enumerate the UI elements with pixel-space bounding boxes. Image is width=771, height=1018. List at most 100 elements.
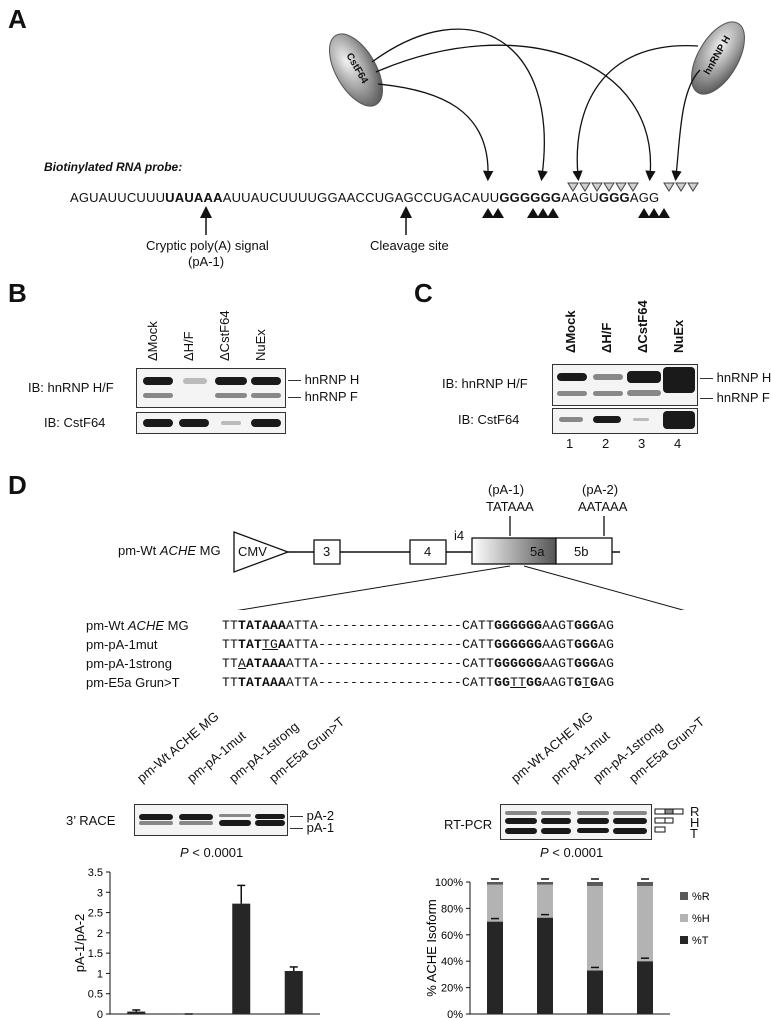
exon4-label: 4 (424, 544, 432, 559)
cryptic-label: Cryptic poly(A) signal (146, 238, 269, 253)
y-tick-label: 0 (97, 1009, 103, 1018)
c-num-2: 2 (602, 436, 610, 451)
exon5b-label: 5b (574, 544, 589, 559)
row-name-4: pm-E5a Grun>T (86, 675, 180, 690)
y-tick-label: 100% (435, 877, 463, 889)
intron4-label: i4 (454, 528, 465, 543)
race-label: 3’ RACE (66, 813, 116, 828)
isoform-stacked-chart: 0%20%40%60%80%100%% ACHE Isoform%R%H%T (424, 877, 710, 1018)
b-ib-hf: IB: hnRNP H/F (28, 380, 114, 395)
bar (127, 1011, 146, 1014)
b-hnrnph-text: hnRNP H (304, 372, 360, 387)
row-name-3: pm-pA-1strong (86, 656, 172, 671)
seq-part: AUUAUCUUUUGGAACCUGAGCCUGACAUU (222, 190, 500, 205)
cstf64-oval (329, 33, 383, 107)
b-hnrnpf-text: hnRNP F (304, 389, 358, 404)
y-tick-label: 40% (441, 956, 463, 968)
cleavage-label: Cleavage site (370, 238, 449, 253)
y-tick-label: 3.5 (88, 867, 103, 879)
panel-letter-c: C (414, 278, 433, 308)
b-hnrnph: — hnRNP H (288, 372, 360, 387)
legend-swatch (680, 936, 688, 944)
b-hnrnpf: — hnRNP F (288, 389, 358, 404)
stacked-segment (487, 882, 503, 885)
b-blot-cstf64 (136, 412, 286, 434)
probe-title: Biotinylated RNA probe: (44, 160, 183, 174)
y-tick-label: 0% (447, 1009, 463, 1018)
seq-g6: GGGGGG (499, 190, 562, 205)
align-row-1: TTTATAAAATTA------------------CATTGGGGGG… (222, 618, 615, 633)
y-tick-label: 80% (441, 903, 463, 915)
legend-label: %H (692, 913, 710, 925)
c-blot-hf (552, 364, 698, 406)
align-row-2: TTTATTGAATTA------------------CATTGGGGGG… (222, 637, 615, 652)
y-axis-label: % ACHE Isoform (424, 899, 439, 997)
c-lane-4: NuEx (671, 319, 686, 353)
pa2-label: (pA-2) (582, 482, 619, 497)
b-ib-cstf64: IB: CstF64 (44, 415, 106, 430)
ratio-bar-chart: 00.511.522.533.5pA-1/pA-2 (72, 867, 320, 1018)
c-num-3: 3 (638, 436, 646, 451)
pa1-band-text: pA-1 (306, 820, 335, 835)
probe-sequence: AGUAUUCUUUUAUAAAAUUAUCUUUUGGAACCUGAGCCUG… (70, 190, 659, 205)
pa1-seq: TATAAA (486, 499, 534, 514)
b-blot-hf (136, 368, 286, 408)
seq-part: AGUAUUCUUU (70, 190, 166, 205)
cmv-label: CMV (238, 544, 267, 559)
construct-gene: ACHE (159, 543, 197, 558)
panel-letter-d: D (8, 470, 27, 500)
align-row-4: TTTATAAAATTA------------------CATTGGTTGG… (222, 675, 615, 690)
b-lane-1: ΔMock (145, 321, 160, 361)
seq-polya: UAUAAA (165, 190, 223, 205)
p-letter: P (540, 845, 549, 860)
stacked-segment (537, 882, 553, 885)
race-gel (134, 804, 288, 836)
c-hnrnph: — hnRNP H (700, 370, 771, 385)
legend-swatch (680, 892, 688, 900)
panel-a-diagram (200, 21, 745, 235)
b-lane-3: ΔCstF64 (217, 310, 232, 361)
b-lane-4: NuEx (253, 329, 268, 361)
legend-label: %R (692, 891, 710, 903)
rtpcr-label: RT-PCR (444, 817, 493, 832)
seq-part: AAGU (561, 190, 599, 205)
p-letter: P (180, 845, 189, 860)
exon3-label: 3 (323, 544, 331, 559)
stacked-segment (537, 884, 553, 918)
y-tick-label: 0.5 (88, 989, 103, 1001)
construct-prefix: pm-Wt (118, 543, 160, 558)
stacked-segment (637, 961, 653, 1014)
legend-swatch (680, 914, 688, 922)
stacked-segment (587, 885, 603, 971)
row-name-1: pm-Wt ACHE MG (86, 618, 189, 633)
y-tick-label: 1.5 (88, 948, 103, 960)
isoform-key-icon (654, 808, 684, 833)
p-left: P < 0.0001 (180, 845, 243, 860)
pa1-band-label: — pA-1 (290, 820, 335, 835)
race-lane-1: pm-Wt ACHE MG (134, 708, 222, 786)
y-tick-label: 2.5 (88, 908, 103, 920)
exon5a-label: 5a (530, 544, 545, 559)
row-name-2: pm-pA-1mut (86, 637, 158, 652)
c-num-1: 1 (566, 436, 574, 451)
p-right: P < 0.0001 (540, 845, 603, 860)
y-tick-label: 60% (441, 930, 463, 942)
construct-diagram (233, 516, 685, 610)
construct-suffix: MG (196, 543, 221, 558)
y-tick-label: 2 (97, 928, 103, 940)
stacked-segment (537, 917, 553, 1014)
y-axis-label: pA-1/pA-2 (72, 914, 87, 973)
c-lane-3: ΔCstF64 (635, 300, 650, 353)
panel-letter-a: A (8, 4, 27, 34)
stacked-segment (487, 884, 503, 922)
c-blot-cstf64 (552, 408, 698, 434)
c-hnrnpf: — hnRNP F (700, 390, 770, 405)
cryptic-label-2: (pA-1) (188, 254, 225, 269)
c-ib-hf: IB: hnRNP H/F (442, 376, 528, 391)
rtpcr-gel (500, 804, 652, 840)
stacked-segment (587, 882, 603, 886)
iso-r: R (690, 804, 700, 819)
align-row-3: TTAATAAAATTA------------------CATTGGGGGG… (222, 656, 615, 671)
construct-name: pm-Wt ACHE MG (118, 543, 221, 558)
c-hnrnpf-text: hnRNP F (716, 390, 770, 405)
